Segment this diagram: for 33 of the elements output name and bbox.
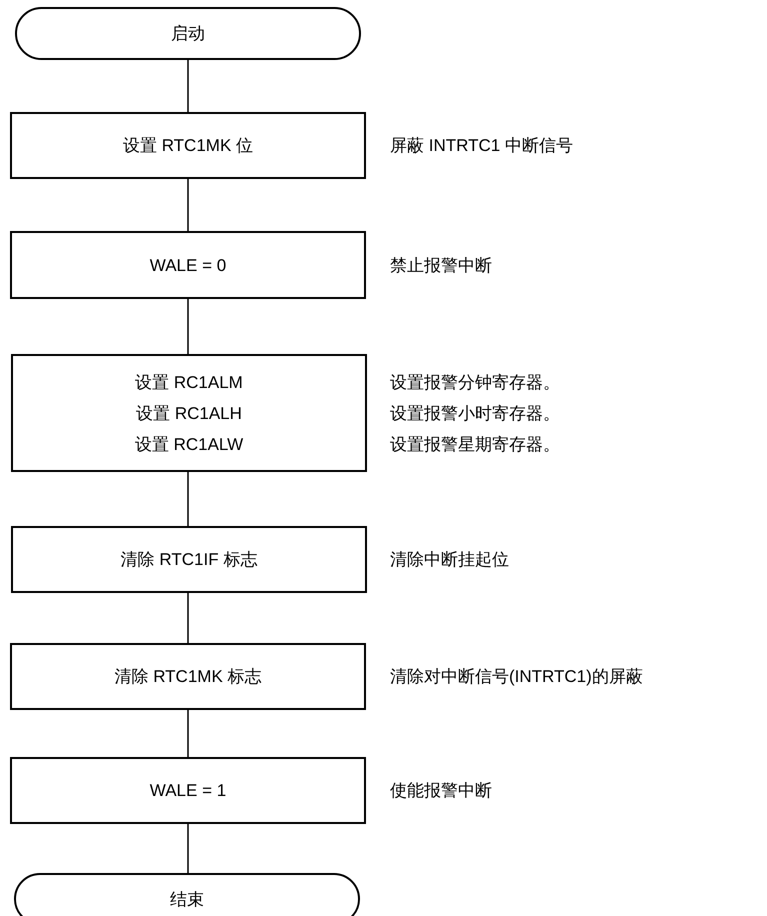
connector-line — [187, 593, 189, 643]
note-text: 清除对中断信号(INTRTC1)的屏蔽 — [390, 666, 643, 688]
step-text: 结束 — [170, 888, 204, 910]
note-text: 使能报警中断 — [390, 780, 492, 802]
note-text: 清除中断挂起位 — [390, 549, 509, 571]
connector-line — [187, 60, 189, 112]
note-text: 设置报警分钟寄存器。 — [390, 372, 560, 394]
process-box — [10, 643, 366, 710]
note-text: 设置报警小时寄存器。 — [390, 402, 560, 424]
terminal-shape — [15, 7, 361, 60]
connector-line — [187, 824, 189, 873]
step-text: 清除 RTC1IF 标志 — [120, 549, 258, 571]
process-box — [11, 526, 367, 593]
step-text: 设置 RC1ALH — [136, 402, 242, 424]
connector-line — [187, 299, 189, 354]
note-text: 设置报警星期寄存器。 — [390, 434, 560, 456]
connector-line — [187, 179, 189, 231]
step-text: 设置 RTC1MK 位 — [122, 135, 254, 157]
step-text: WALE = 0 — [150, 254, 226, 276]
terminal-shape — [14, 873, 360, 916]
connector-line — [187, 472, 189, 526]
note-text: 禁止报警中断 — [390, 254, 492, 276]
process-box — [10, 757, 366, 824]
step-text: 启动 — [171, 23, 205, 45]
step-text: 设置 RC1ALW — [134, 434, 244, 456]
process-box — [11, 354, 367, 472]
note-text: 屏蔽 INTRTC1 中断信号 — [390, 135, 573, 157]
process-box — [10, 112, 366, 179]
connector-line — [187, 710, 189, 757]
process-box — [10, 231, 366, 299]
step-text: WALE = 1 — [150, 780, 226, 802]
step-text: 设置 RC1ALM — [135, 372, 243, 394]
step-text: 清除 RTC1MK 标志 — [114, 666, 262, 688]
